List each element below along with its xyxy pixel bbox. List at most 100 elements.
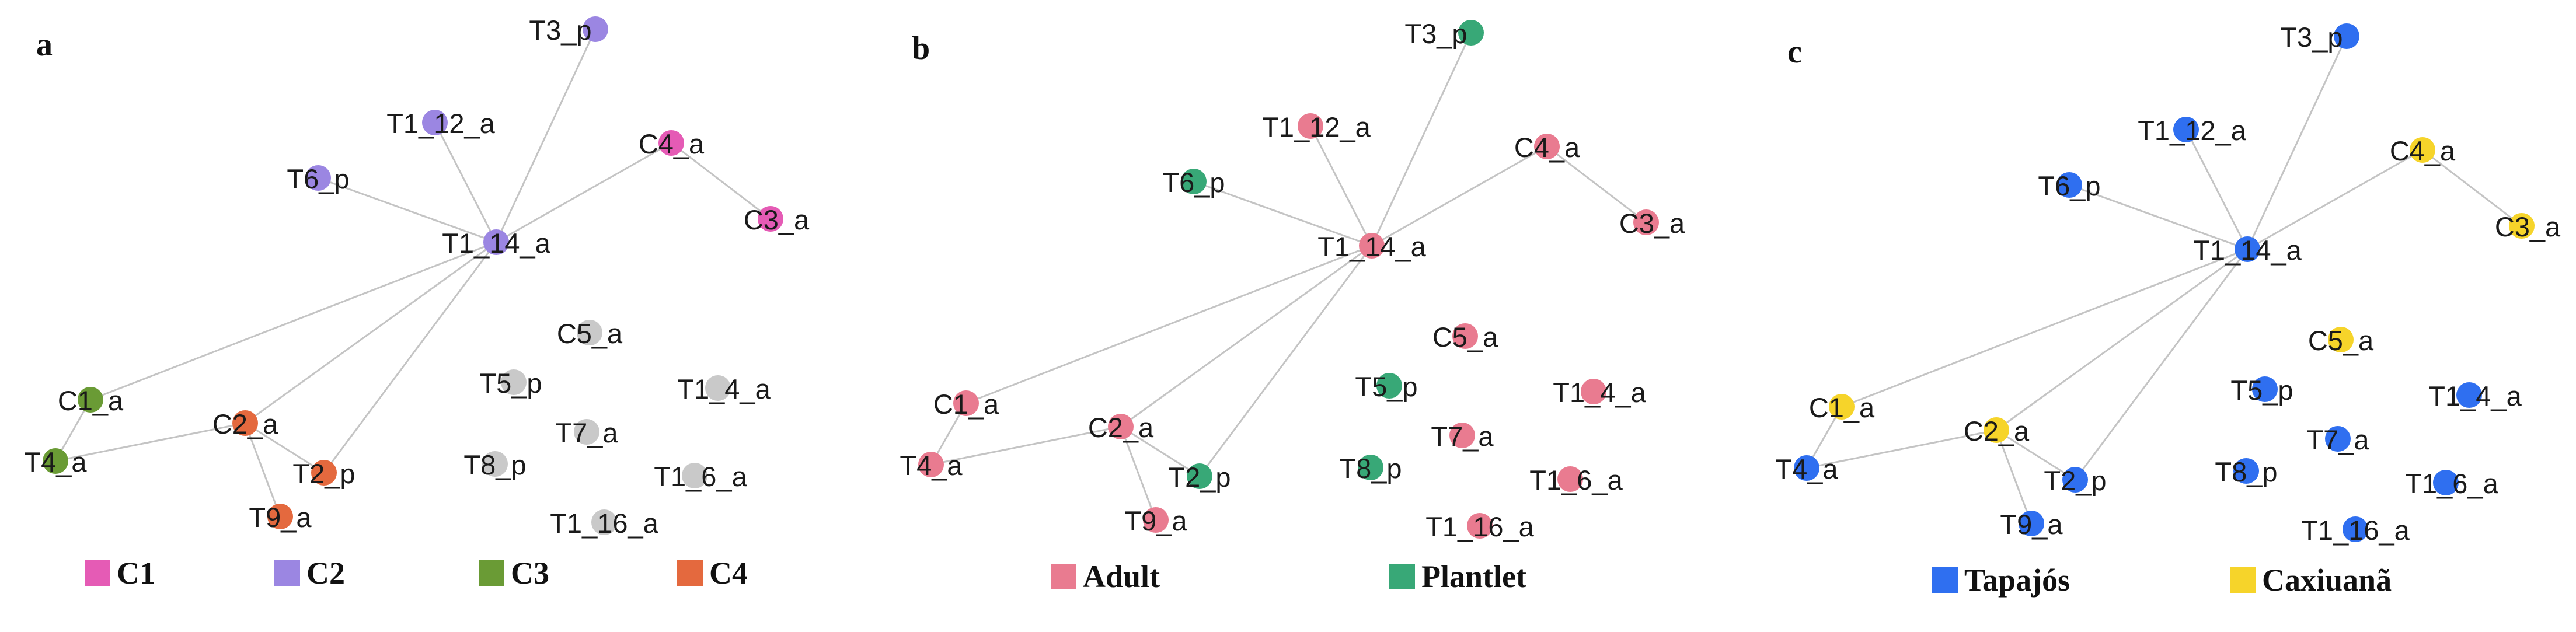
node-T1_12_a: T1_12_a (1262, 111, 1371, 142)
node-label-C1_a: C1_a (58, 385, 124, 416)
node-circle-T1_16_a (2343, 516, 2368, 542)
node-T2_p: T2_p (1168, 462, 1231, 493)
node-circle-T8_p (2233, 458, 2259, 484)
node-C1_a: C1_a (58, 385, 124, 416)
node-circle-T6_p (2056, 172, 2082, 198)
node-circle-T1_12_a (2173, 117, 2199, 142)
legend-label-C4: C4 (709, 556, 748, 591)
node-label-T8_p: T8_p (1339, 453, 1402, 484)
legend-item-Caxiuana: Caxiuanã (2230, 563, 2392, 598)
node-T1_12_a: T1_12_a (2138, 115, 2246, 146)
node-C3_a: C3_a (2495, 211, 2561, 242)
node-label-T5_p: T5_p (1355, 371, 1417, 402)
node-label-C1_a: C1_a (1809, 392, 1875, 423)
node-label-T1_4_a: T1_4_a (2428, 380, 2522, 411)
legend-label-Tapajos: Tapajós (1964, 563, 2070, 598)
node-circle-T7_a (574, 419, 599, 445)
node-label-T2_p: T2_p (2044, 465, 2106, 496)
node-T4_a: T4_a (900, 450, 963, 481)
node-circle-T2_p (311, 460, 337, 486)
node-label-C4_a: C4_a (639, 128, 705, 159)
node-label-C2_a: C2_a (1964, 415, 2030, 446)
node-label-T1_14_a: T1_14_a (442, 228, 550, 259)
node-label-T3_p: T3_p (2280, 22, 2343, 53)
legend-item-C1: C1 (85, 556, 155, 591)
node-circle-T1_16_a (591, 509, 617, 535)
node-circle-C3_a (2509, 213, 2535, 239)
node-C3_a: C3_a (1619, 208, 1685, 239)
edge-C4_a-C3_a (671, 142, 771, 220)
node-label-T1_12_a: T1_12_a (1262, 111, 1371, 142)
legend-swatch-Adult (1051, 564, 1076, 589)
node-label-T6_p: T6_p (1162, 167, 1225, 198)
node-circle-C1_a (1829, 394, 1855, 420)
edge-T1_14_a-C4_a (1371, 145, 1547, 247)
node-T1_14_a: T1_14_a (442, 228, 550, 259)
legend-label-Caxiuana: Caxiuanã (2262, 563, 2392, 598)
node-label-C5_a: C5_a (1432, 322, 1498, 352)
edges-b (930, 32, 1647, 521)
node-circle-T3_p (2334, 23, 2359, 49)
legend-a: C1 C2 C3 C4 (85, 556, 748, 591)
node-T1_4_a: T1_4_a (1553, 377, 1646, 408)
node-T2_p: T2_p (292, 458, 355, 489)
legend-swatch-Plantlet (1389, 564, 1415, 589)
edge-T4_a-C2_a (55, 422, 246, 462)
node-C4_a: C4_a (2390, 135, 2456, 166)
node-circle-T2_p (2062, 467, 2088, 493)
node-circle-C3_a (1633, 209, 1659, 235)
node-label-T2_p: T2_p (292, 458, 355, 489)
node-C5_a: C5_a (1432, 322, 1498, 352)
node-label-T3_p: T3_p (529, 15, 591, 46)
edge-T1_14_a-T2_p (1198, 245, 1373, 477)
node-T9_a: T9_a (2000, 509, 2063, 540)
edge-C2_a-T2_p (1120, 425, 1200, 477)
legend-c: Tapajós Caxiuanã (1932, 563, 2392, 598)
node-label-T1_16_a: T1_16_a (1425, 511, 1534, 542)
legend-item-C3: C3 (479, 556, 549, 591)
node-C3_a: C3_a (744, 204, 810, 235)
node-label-T9_a: T9_a (1124, 505, 1187, 536)
edge-T1_14_a-C1_a (90, 241, 497, 401)
node-label-T8_p: T8_p (463, 449, 526, 480)
edge-C2_a-T2_p (245, 422, 325, 474)
node-label-T1_12_a: T1_12_a (386, 108, 495, 139)
node-T1_14_a: T1_14_a (1317, 231, 1426, 262)
node-circle-T5_p (2252, 376, 2278, 402)
legend-item-Plantlet: Plantlet (1389, 559, 1526, 594)
edge-T1_14_a-T3_p (495, 29, 597, 243)
node-T8_p: T8_p (463, 449, 526, 480)
node-T6_p: T6_p (1162, 167, 1225, 198)
legend-swatch-C1 (85, 560, 110, 586)
node-C5_a: C5_a (2308, 325, 2374, 356)
node-circle-C1_a (78, 387, 103, 413)
edge-T1_14_a-T2_p (323, 242, 497, 473)
node-C2_a: C2_a (1964, 415, 2030, 446)
panel-letter-b: b (912, 30, 930, 67)
node-T1_6_a: T1_6_a (2405, 468, 2498, 499)
node-circle-T1_4_a (1581, 379, 1606, 404)
node-T7_a: T7_a (555, 417, 618, 448)
node-T7_a: T7_a (1431, 421, 1494, 452)
node-T1_16_a: T1_16_a (550, 508, 658, 539)
node-circle-T1_14_a (2235, 236, 2260, 262)
node-C2_a: C2_a (1088, 412, 1154, 443)
node-circle-T1_12_a (1298, 113, 1323, 139)
node-label-C3_a: C3_a (744, 204, 810, 235)
node-circle-T8_p (482, 451, 508, 477)
node-label-C5_a: C5_a (557, 318, 623, 349)
legend-item-C2: C2 (274, 556, 345, 591)
edge-T1_14_a-T2_p (2074, 249, 2249, 480)
node-circle-C2_a (232, 410, 258, 436)
edge-T4_a-C2_a (1806, 429, 1997, 469)
node-label-C4_a: C4_a (1514, 132, 1580, 163)
node-label-C5_a: C5_a (2308, 325, 2374, 356)
node-label-C4_a: C4_a (2390, 135, 2456, 166)
node-T5_p: T5_p (2230, 375, 2293, 406)
legend-label-Adult: Adult (1083, 559, 1160, 594)
legend-item-Adult: Adult (1051, 559, 1160, 594)
edge-T1_14_a-T1_12_a (434, 122, 497, 243)
node-circle-C4_a (1534, 134, 1560, 159)
